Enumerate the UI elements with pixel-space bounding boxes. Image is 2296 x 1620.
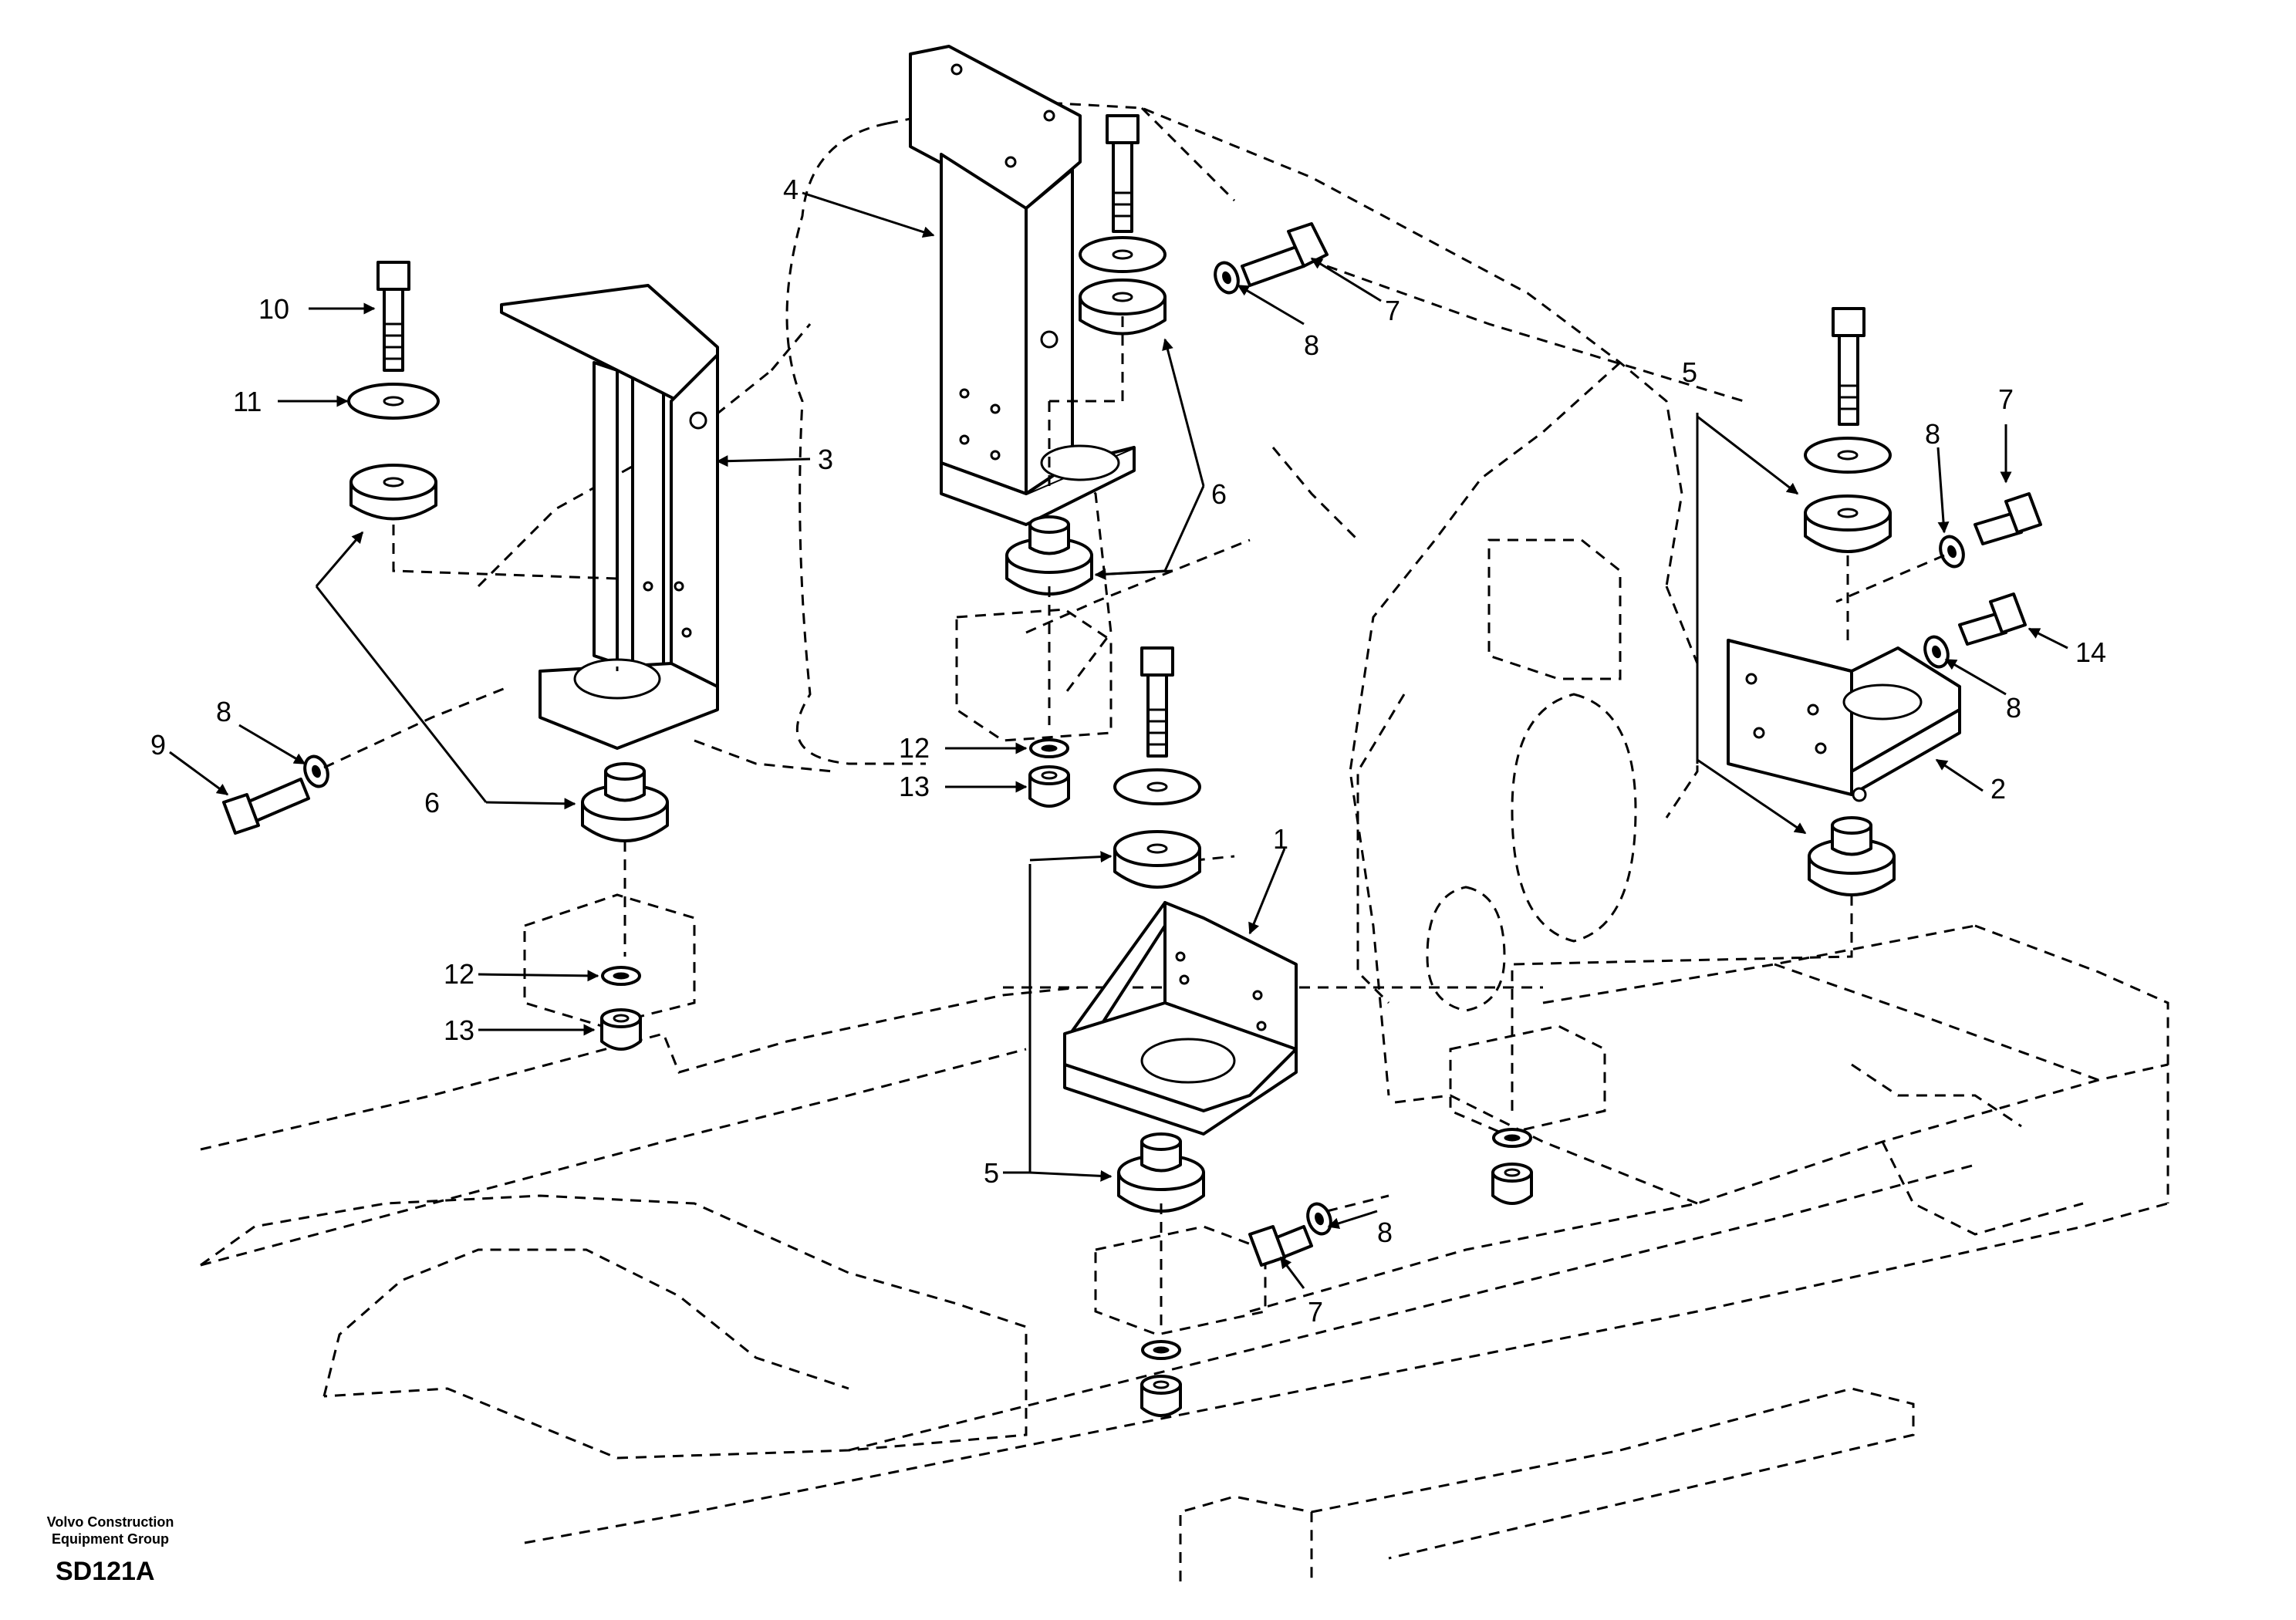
callout-7-upper: 7 [1385, 295, 1400, 326]
bolt-10 [376, 261, 410, 372]
washer-8-right-2 [1923, 635, 1950, 669]
callout-7-lower: 7 [1308, 1296, 1323, 1328]
bolt-9 [222, 778, 310, 835]
bolt-7-right [1974, 492, 2042, 545]
callout-leaders [169, 191, 2068, 1289]
callout-8-right-2: 8 [2006, 692, 2021, 724]
lockwasher-12-center [1029, 738, 1069, 758]
bracket-1 [1063, 901, 1298, 1136]
callout-1: 1 [1273, 823, 1288, 855]
bolt-14 [1958, 592, 2027, 646]
callout-5-center: 5 [984, 1157, 999, 1189]
bracket-3 [500, 284, 719, 750]
callout-5-right: 5 [1682, 356, 1697, 388]
callout-6-column: 6 [1211, 478, 1227, 510]
washer-8-upper [1214, 261, 1240, 295]
callout-12-left: 12 [444, 958, 474, 990]
bolt-top-center [1140, 646, 1174, 758]
callout-8-left: 8 [216, 696, 231, 727]
mount-5-center-lower [1117, 1132, 1205, 1213]
callout-8-upper: 8 [1304, 329, 1319, 361]
frame-outline [200, 608, 2169, 1581]
lockwasher-12-left [601, 966, 641, 986]
mount-6-lower-left [581, 762, 669, 842]
callout-13-center: 13 [899, 771, 930, 802]
callout-2: 2 [1990, 773, 2006, 805]
lockwasher-bottom-center [1141, 1340, 1181, 1360]
engine-outline [477, 99, 1699, 1096]
company-name-line1: Volvo Construction [46, 1514, 174, 1530]
bolt-top-right [1832, 307, 1866, 426]
callout-10: 10 [258, 293, 289, 325]
washer-8-left [303, 754, 329, 788]
callout-8-lower: 8 [1377, 1217, 1393, 1248]
mount-column-2 [1079, 278, 1167, 336]
drawing-code: SD121A [56, 1557, 155, 1586]
washer-11 [347, 383, 440, 420]
callout-6-left: 6 [424, 787, 440, 818]
callout-4: 4 [783, 174, 799, 205]
washer-8-right-1 [1939, 535, 1965, 569]
callout-labels: 1 2 3 4 5 5 6 6 7 7 7 8 8 8 8 8 9 10 11 … [150, 174, 2106, 1328]
callout-14: 14 [2075, 636, 2106, 668]
callout-12-center: 12 [899, 732, 930, 764]
callout-9: 9 [150, 729, 166, 761]
bracket-2 [1727, 639, 1961, 802]
assembly-axes [323, 265, 1945, 1327]
callout-8-right-1: 8 [1925, 418, 1940, 450]
washer-column-1 [1079, 236, 1167, 273]
bolt-7-lower [1248, 1225, 1313, 1267]
callout-3: 3 [818, 444, 833, 475]
callout-13-left: 13 [444, 1014, 474, 1046]
callout-7-right: 7 [1998, 383, 2014, 415]
footer-block: Volvo Construction Equipment Group [29, 1514, 191, 1547]
column-4 [909, 45, 1136, 526]
mount-5-right-lower [1808, 816, 1896, 896]
mount-5-center-upper [1113, 830, 1201, 889]
washer-center-1 [1113, 768, 1201, 805]
nut-13-left [600, 1008, 642, 1051]
mount-5-right-upper [1804, 494, 1892, 553]
callout-11: 11 [233, 386, 262, 417]
nut-bottom-center [1140, 1375, 1182, 1417]
bolt-top-column [1106, 114, 1140, 233]
nut-bottom-right [1491, 1163, 1533, 1205]
washer-8-lower [1306, 1202, 1332, 1236]
mount-6-column [1005, 515, 1093, 596]
mount-6-upper-left [349, 464, 437, 521]
washer-right-1 [1804, 437, 1892, 474]
company-name-line2: Equipment Group [52, 1531, 169, 1547]
lockwasher-bottom-right [1492, 1128, 1532, 1148]
bolt-7-upper [1241, 222, 1329, 287]
nut-13-center [1028, 765, 1070, 808]
